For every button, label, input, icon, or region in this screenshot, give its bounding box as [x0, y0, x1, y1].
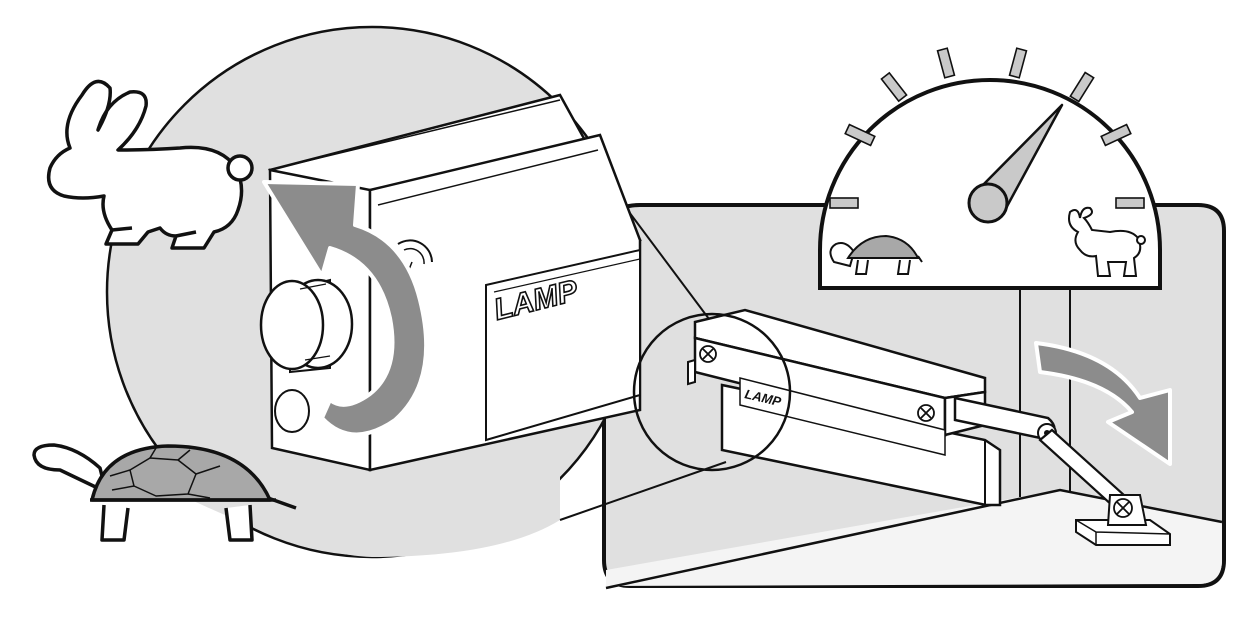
- mounting-screw: [699, 345, 717, 363]
- zoom-secondary-button: [274, 389, 310, 433]
- curved-rotate-arrow-icon: [262, 180, 429, 437]
- installed-damper: LAMP: [687, 308, 1171, 546]
- speed-gauge: [818, 47, 1162, 290]
- speed-adjust-knob: [259, 278, 354, 374]
- gauge-tick-marks: [829, 47, 1145, 209]
- bracket-screw: [1113, 498, 1133, 518]
- gauge-rabbit-icon: [1068, 206, 1146, 277]
- mounting-screw: [917, 404, 935, 422]
- rabbit-icon: [46, 79, 254, 250]
- gauge-needle: [967, 103, 1064, 224]
- gauge-turtle-icon: [829, 234, 923, 275]
- curved-down-arrow-icon: [1034, 341, 1172, 466]
- magnify-circle: [632, 312, 792, 472]
- turtle-icon: [32, 443, 297, 542]
